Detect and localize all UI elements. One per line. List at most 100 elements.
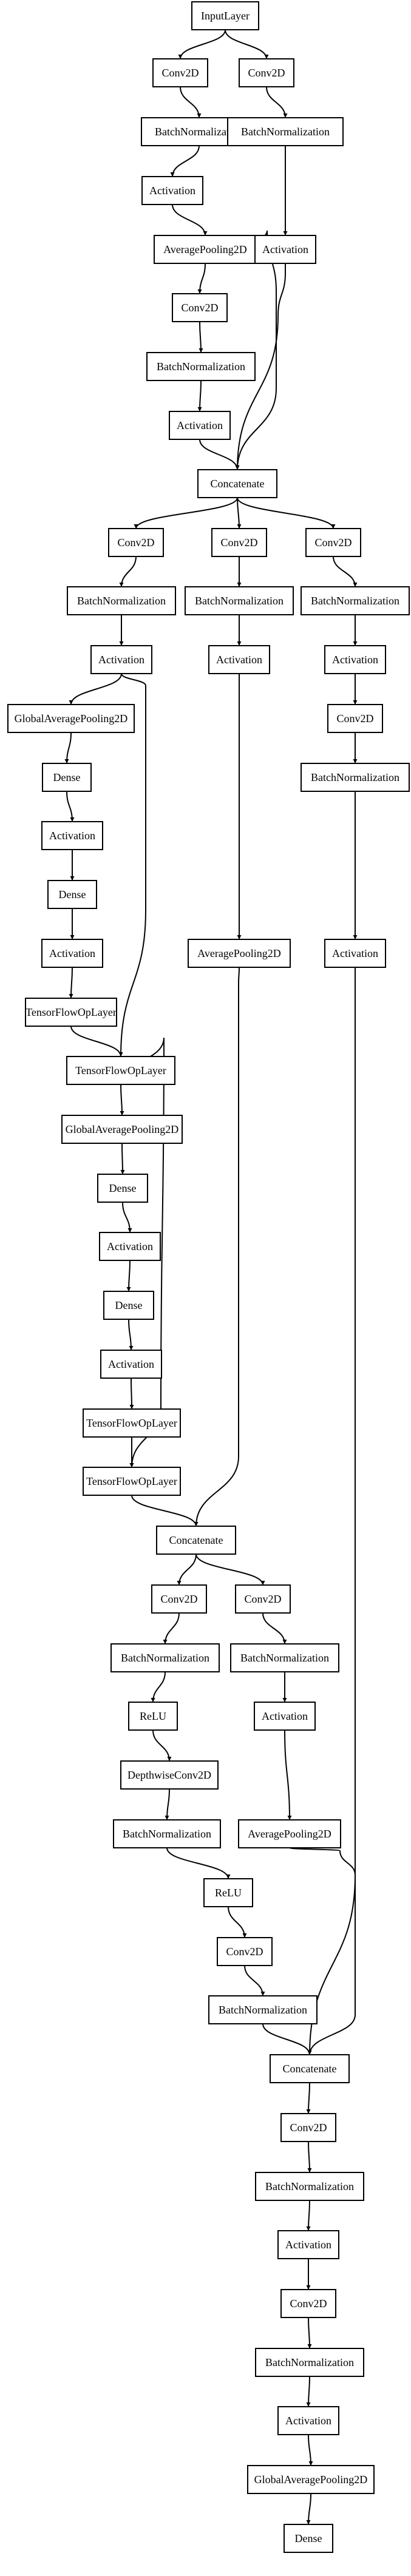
edge-arrow xyxy=(64,732,72,764)
edge-arrow xyxy=(177,1553,197,1586)
node-label: TensorFlowOpLayer xyxy=(75,1064,166,1077)
layer-node-activation: Activation xyxy=(277,2406,339,2435)
edge-arrow xyxy=(163,1612,180,1645)
layer-node-batchnormalization: BatchNormalization xyxy=(301,763,410,792)
node-box xyxy=(83,1408,181,1438)
edge-arrow xyxy=(237,497,242,529)
layer-node-batchnormalization: BatchNormalization xyxy=(255,2348,364,2377)
node-label: Activation xyxy=(108,1358,154,1370)
layer-node-batchnormalization: BatchNormalization xyxy=(301,586,410,615)
edge-arrow xyxy=(172,204,208,236)
edge-arrow xyxy=(266,86,288,118)
layer-node-conv2d: Conv2D xyxy=(211,528,267,557)
node-box xyxy=(284,2524,333,2553)
edge-arrow xyxy=(134,497,238,529)
node-label: Conv2D xyxy=(117,536,154,549)
layer-node-tensorflowoplayer: TensorFlowOpLayer xyxy=(83,1467,181,1496)
layer-node-conv2d: Conv2D xyxy=(280,2289,336,2318)
node-label: BatchNormalization xyxy=(240,1652,329,1664)
node-label: Conv2D xyxy=(160,1593,197,1605)
layer-node-concatenate: Concatenate xyxy=(156,1526,236,1555)
node-label: Activation xyxy=(98,654,144,666)
node-box xyxy=(255,2172,364,2201)
layer-node-activation: Activation xyxy=(254,1702,316,1731)
node-box xyxy=(203,1878,253,1907)
node-box xyxy=(324,645,386,674)
layer-node-globalaveragepooling2d: GlobalAveragePooling2D xyxy=(61,1115,183,1144)
node-label: Dense xyxy=(115,1299,143,1311)
node-box xyxy=(191,1,259,30)
node-label: Conv2D xyxy=(181,302,218,314)
node-label: AveragePooling2D xyxy=(163,243,247,255)
layer-node-activation: Activation xyxy=(254,235,316,264)
edge-arrow xyxy=(333,556,358,587)
layer-node-concatenate: Concatenate xyxy=(270,2054,350,2083)
layer-node-activation: Activation xyxy=(277,2230,339,2259)
node-label: Dense xyxy=(53,771,81,783)
layer-node-tensorflowoplayer: TensorFlowOpLayer xyxy=(66,1056,175,1085)
layer-node-averagepooling2d: AveragePooling2D xyxy=(188,939,291,968)
node-label: Activation xyxy=(177,419,223,431)
layer-node-activation: Activation xyxy=(324,645,386,674)
layer-node-batchnormalization: BatchNormalization xyxy=(185,586,294,615)
node-label: Activation xyxy=(49,830,95,842)
edge-arrow xyxy=(69,673,122,705)
layer-node-conv2d: Conv2D xyxy=(152,58,208,87)
node-label: Concatenate xyxy=(211,478,265,490)
node-box xyxy=(172,293,228,322)
edge-arrow xyxy=(131,1495,199,1527)
node-box xyxy=(230,1643,339,1672)
layer-node-conv2d: Conv2D xyxy=(305,528,361,557)
node-box xyxy=(254,235,316,264)
layer-node-dense: Dense xyxy=(103,1291,154,1320)
layer-node-averagepooling2d: AveragePooling2D xyxy=(238,1819,341,1848)
node-label: BatchNormalization xyxy=(77,595,166,607)
node-label: BatchNormalization xyxy=(265,2180,354,2192)
layer-node-activation: Activation xyxy=(90,645,152,674)
layer-node-globalaveragepooling2d: GlobalAveragePooling2D xyxy=(247,2465,375,2494)
layer-node-relu: ReLU xyxy=(128,1702,178,1731)
layer-node-tensorflowoplayer: TensorFlowOpLayer xyxy=(25,998,117,1027)
node-label: Activation xyxy=(285,2415,331,2427)
node-label: Concatenate xyxy=(169,1534,223,1546)
node-box xyxy=(128,1702,178,1731)
layer-node-relu: ReLU xyxy=(203,1878,253,1907)
edge-arrow xyxy=(262,2023,312,2055)
node-box xyxy=(211,528,267,557)
layer-node-batchnormalization: BatchNormalization xyxy=(230,1643,339,1672)
node-box xyxy=(141,176,203,205)
edge-arrow xyxy=(228,1906,247,1938)
layer-node-batchnormalization: BatchNormalization xyxy=(255,2172,364,2201)
layer-node-activation: Activation xyxy=(41,939,103,968)
edge-arrow xyxy=(180,86,202,118)
edge-arrow xyxy=(307,2317,312,2349)
node-box xyxy=(100,1350,162,1379)
edge-layer xyxy=(64,29,358,2525)
edge-arrow xyxy=(120,1084,124,1116)
node-box xyxy=(99,1232,161,1261)
node-label: Conv2D xyxy=(248,67,285,79)
edge-arrow xyxy=(151,1671,166,1703)
edge-arrow xyxy=(199,439,240,470)
node-box xyxy=(208,645,270,674)
layer-node-conv2d: Conv2D xyxy=(235,1584,291,1614)
edge-arrow xyxy=(199,321,203,353)
node-label: BatchNormalization xyxy=(311,595,399,607)
node-label: BatchNormalization xyxy=(121,1652,209,1664)
node-box xyxy=(301,763,410,792)
edge-arrow xyxy=(165,1788,170,1820)
edge-arrow xyxy=(170,145,200,177)
node-box xyxy=(208,1995,318,2024)
node-label: Dense xyxy=(295,2532,322,2544)
node-box xyxy=(61,1115,183,1144)
edge-arrow xyxy=(69,967,73,999)
layer-node-activation: Activation xyxy=(141,176,203,205)
node-label: Conv2D xyxy=(336,712,373,725)
edge-arrow xyxy=(119,556,137,587)
node-label: Activation xyxy=(107,1240,153,1253)
node-label: ReLU xyxy=(140,1710,166,1722)
node-box xyxy=(185,586,294,615)
layer-node-dense: Dense xyxy=(47,880,97,909)
node-box xyxy=(280,2289,336,2318)
